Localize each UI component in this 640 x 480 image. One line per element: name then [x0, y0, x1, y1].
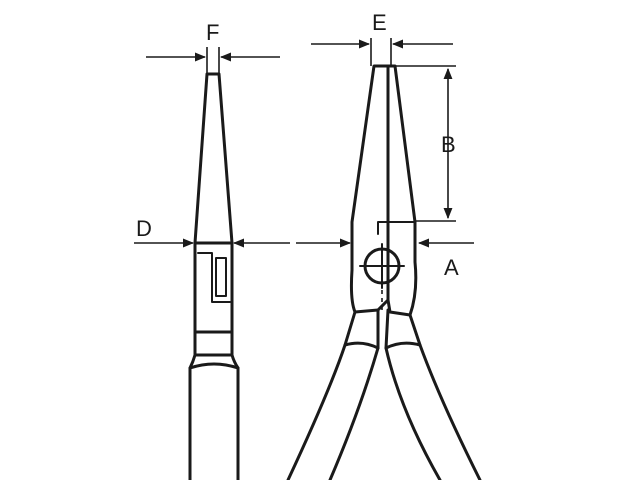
- pliers-side-view: [188, 72, 240, 480]
- label-a: A: [444, 255, 459, 280]
- dimension-e: E: [311, 10, 453, 66]
- pivot-crosshair: [359, 243, 405, 289]
- front-view-right-handle: [384, 343, 482, 480]
- dimension-f: F: [146, 20, 280, 74]
- front-view-jaw-inner: [377, 221, 415, 235]
- pliers-front-view: [286, 64, 482, 480]
- side-view-handle: [188, 362, 240, 480]
- label-d: D: [136, 216, 152, 241]
- side-view-jaw: [193, 72, 234, 245]
- label-e: E: [372, 10, 387, 35]
- front-view-left-handle: [286, 343, 380, 480]
- front-view-joint: [343, 308, 422, 350]
- dimension-a: A: [296, 238, 474, 280]
- front-view-right-jaw: [386, 64, 418, 317]
- dimension-d: D: [134, 216, 290, 248]
- side-view-joint-detail: [197, 252, 231, 303]
- dimension-b: B: [395, 65, 456, 222]
- label-b: B: [441, 132, 456, 157]
- label-f: F: [206, 20, 219, 45]
